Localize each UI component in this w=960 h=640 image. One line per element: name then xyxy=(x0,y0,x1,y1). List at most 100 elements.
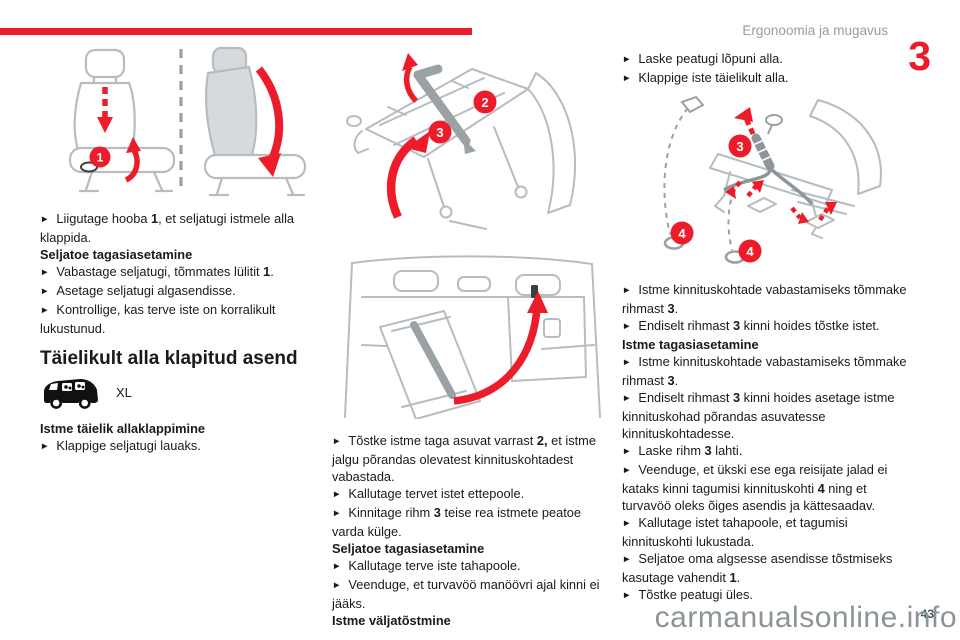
bullet-arrow-icon: ► xyxy=(332,508,342,519)
instruction-bullet: ►Kinnitage rihm 3 teise rea istmete peat… xyxy=(332,505,582,539)
instruction-bullet: ►Kallutage istet tahapoole, et tagumisi … xyxy=(622,515,848,549)
strap-icon xyxy=(413,64,476,154)
chapter-number: 3 xyxy=(908,33,931,79)
callout-1-badge: 1 xyxy=(89,146,111,168)
middle-column: 2 3 xyxy=(332,45,613,629)
instruction-list: ►Laske peatugi lõpuni alla. ►Klappige ist… xyxy=(622,50,909,88)
instruction-list: ►Istme kinnituskohtade vabastamiseks tõm… xyxy=(622,281,909,605)
page-number: 43 xyxy=(920,607,934,621)
svg-text:1: 1 xyxy=(97,151,104,165)
bullet-arrow-icon: ► xyxy=(40,441,50,452)
instruction-bullet: ►Liigutage hooba 1, et seljatugi istmele… xyxy=(40,211,295,245)
section-title: Täielikult alla klapitud asend xyxy=(40,348,298,369)
seat-anchor-diagram-icon: 3 4 4 xyxy=(663,95,882,264)
figure-remove-refit-seat: 3 4 4 xyxy=(622,94,909,272)
instruction-bullet: ►Klappige iste täielikult alla. xyxy=(622,70,789,85)
seat-fold-diagram-icon: 1 xyxy=(68,46,307,197)
seat-underside-diagram-icon: 2 3 xyxy=(346,53,577,230)
section-heading: Istme väljatõstmine xyxy=(332,613,451,628)
instruction-bullet: ►Endiselt rihmast 3 kinni hoides tõstke … xyxy=(622,318,880,333)
bullet-arrow-icon: ► xyxy=(622,54,632,65)
latch-arrows-icons xyxy=(725,180,837,224)
svg-text:3: 3 xyxy=(436,125,443,140)
svg-text:2: 2 xyxy=(481,95,488,110)
bullet-arrow-icon: ► xyxy=(40,305,50,316)
lever-up-arrow-icon xyxy=(124,137,141,183)
instruction-bullet: ►Asetage seljatugi algasendisse. xyxy=(40,283,236,298)
bullet-arrow-icon: ► xyxy=(622,590,632,601)
bullet-arrow-icon: ► xyxy=(332,489,342,500)
instruction-bullet: ►Kallutage tervet istet ettepoole. xyxy=(332,486,525,501)
seat-lineart xyxy=(709,99,882,239)
van-xl-icon xyxy=(44,379,98,409)
headrest-down-arrow-icon xyxy=(97,87,113,133)
instruction-bullet: ►Laske rihm 3 lahti. xyxy=(622,443,743,458)
bullet-arrow-icon: ► xyxy=(40,267,50,278)
seat-outline-right xyxy=(203,46,307,197)
svg-text:3: 3 xyxy=(736,139,743,154)
frame-lineart xyxy=(346,68,577,230)
bullet-arrow-icon: ► xyxy=(622,446,632,457)
svg-text:4: 4 xyxy=(678,226,686,241)
bullet-arrow-icon: ► xyxy=(40,214,50,225)
instruction-bullet: ►Istme kinnituskohtade vabastamiseks tõm… xyxy=(622,282,907,316)
bullet-arrow-icon: ► xyxy=(622,393,632,404)
instruction-bullet: ►Kontrollige, kas terve iste on korralik… xyxy=(40,302,276,336)
callout-4-right-badge: 4 xyxy=(738,239,762,263)
interior-lineart xyxy=(344,255,601,420)
strap-icon xyxy=(723,133,814,206)
bullet-arrow-icon: ► xyxy=(622,554,632,565)
pull-strap-arrow-icon xyxy=(734,107,756,136)
bullet-arrow-icon: ► xyxy=(332,561,342,572)
seat-lift-arrow-icon xyxy=(386,131,430,219)
instruction-list: ►Liigutage hooba 1, et seljatugi istmele… xyxy=(40,210,323,337)
instruction-bullet: ►Kallutage terve iste tahapoole. xyxy=(332,558,521,573)
callout-2-badge: 2 xyxy=(473,90,497,114)
instruction-bullet: ►Klappige seljatugi lauaks. xyxy=(40,438,201,453)
seat-outline-left xyxy=(68,48,176,193)
instruction-bullet: ►Vabastage seljatugi, tõmmates lülitit 1… xyxy=(40,264,274,279)
figure-tilt-seat xyxy=(332,249,613,423)
instruction-bullet: ►Laske peatugi lõpuni alla. xyxy=(622,51,783,66)
svg-text:4: 4 xyxy=(746,244,754,259)
bullet-arrow-icon: ► xyxy=(622,518,632,529)
left-column: 1 ►Liigutage hooba 1, et seljatugi istme… xyxy=(40,45,323,456)
figure-fold-backrest: 1 xyxy=(40,45,323,201)
variant-label: XL xyxy=(116,385,132,400)
instruction-list: Istme täielik allaklappimine ►Klappige se… xyxy=(40,420,323,456)
bullet-arrow-icon: ► xyxy=(622,321,632,332)
page-header-title: Ergonoomia ja mugavus xyxy=(742,23,888,38)
section-heading: Seljatoe tagasiasetamine xyxy=(40,247,193,262)
header-rule xyxy=(0,28,472,35)
instruction-bullet: ►Tõstke peatugi üles. xyxy=(622,587,753,602)
watermark: carmanualsonline.info xyxy=(654,601,957,634)
instruction-bullet: ►Tõstke istme taga asuvat varrast 2, et … xyxy=(332,433,596,484)
bullet-arrow-icon: ► xyxy=(622,357,632,368)
instruction-bullet: ►Seljatoe oma algsesse asendisse tõstmis… xyxy=(622,551,893,585)
bullet-arrow-icon: ► xyxy=(622,465,632,476)
interior-tilt-diagram-icon xyxy=(344,255,601,420)
instruction-list: ►Tõstke istme taga asuvat varrast 2, et … xyxy=(332,432,613,629)
callout-3-badge: 3 xyxy=(728,134,752,158)
vehicle-variant-row: XL xyxy=(42,376,323,409)
strap-icon xyxy=(410,321,456,399)
section-heading: Seljatoe tagasiasetamine xyxy=(332,541,485,556)
instruction-bullet: ►Veenduge, et ükski ese ega reisijate ja… xyxy=(622,462,888,513)
anchor-guides xyxy=(663,95,783,264)
right-column: ►Laske peatugi lõpuni alla. ►Klappige ist… xyxy=(622,50,909,605)
attach-strap-arrow-icon xyxy=(453,291,548,405)
bullet-arrow-icon: ► xyxy=(622,73,632,84)
fold-forward-arrow-icon xyxy=(255,66,284,177)
section-heading: Istme tagasiasetamine xyxy=(622,337,759,352)
figure-release-rod: 2 3 xyxy=(332,45,613,239)
instruction-bullet: ►Veenduge, et turvavöö manöövri ajal kin… xyxy=(332,577,600,611)
bullet-arrow-icon: ► xyxy=(332,436,342,447)
section-heading: Istme täielik allaklappimine xyxy=(40,421,206,436)
callout-3-badge: 3 xyxy=(428,120,452,144)
instruction-bullet: ►Endiselt rihmast 3 kinni hoides asetage… xyxy=(622,390,895,441)
callout-4-left-badge: 4 xyxy=(670,221,694,245)
bullet-arrow-icon: ► xyxy=(40,286,50,297)
instruction-bullet: ►Istme kinnituskohtade vabastamiseks tõm… xyxy=(622,354,907,388)
rod-lift-arrow-icon xyxy=(402,53,419,103)
bullet-arrow-icon: ► xyxy=(622,285,632,296)
